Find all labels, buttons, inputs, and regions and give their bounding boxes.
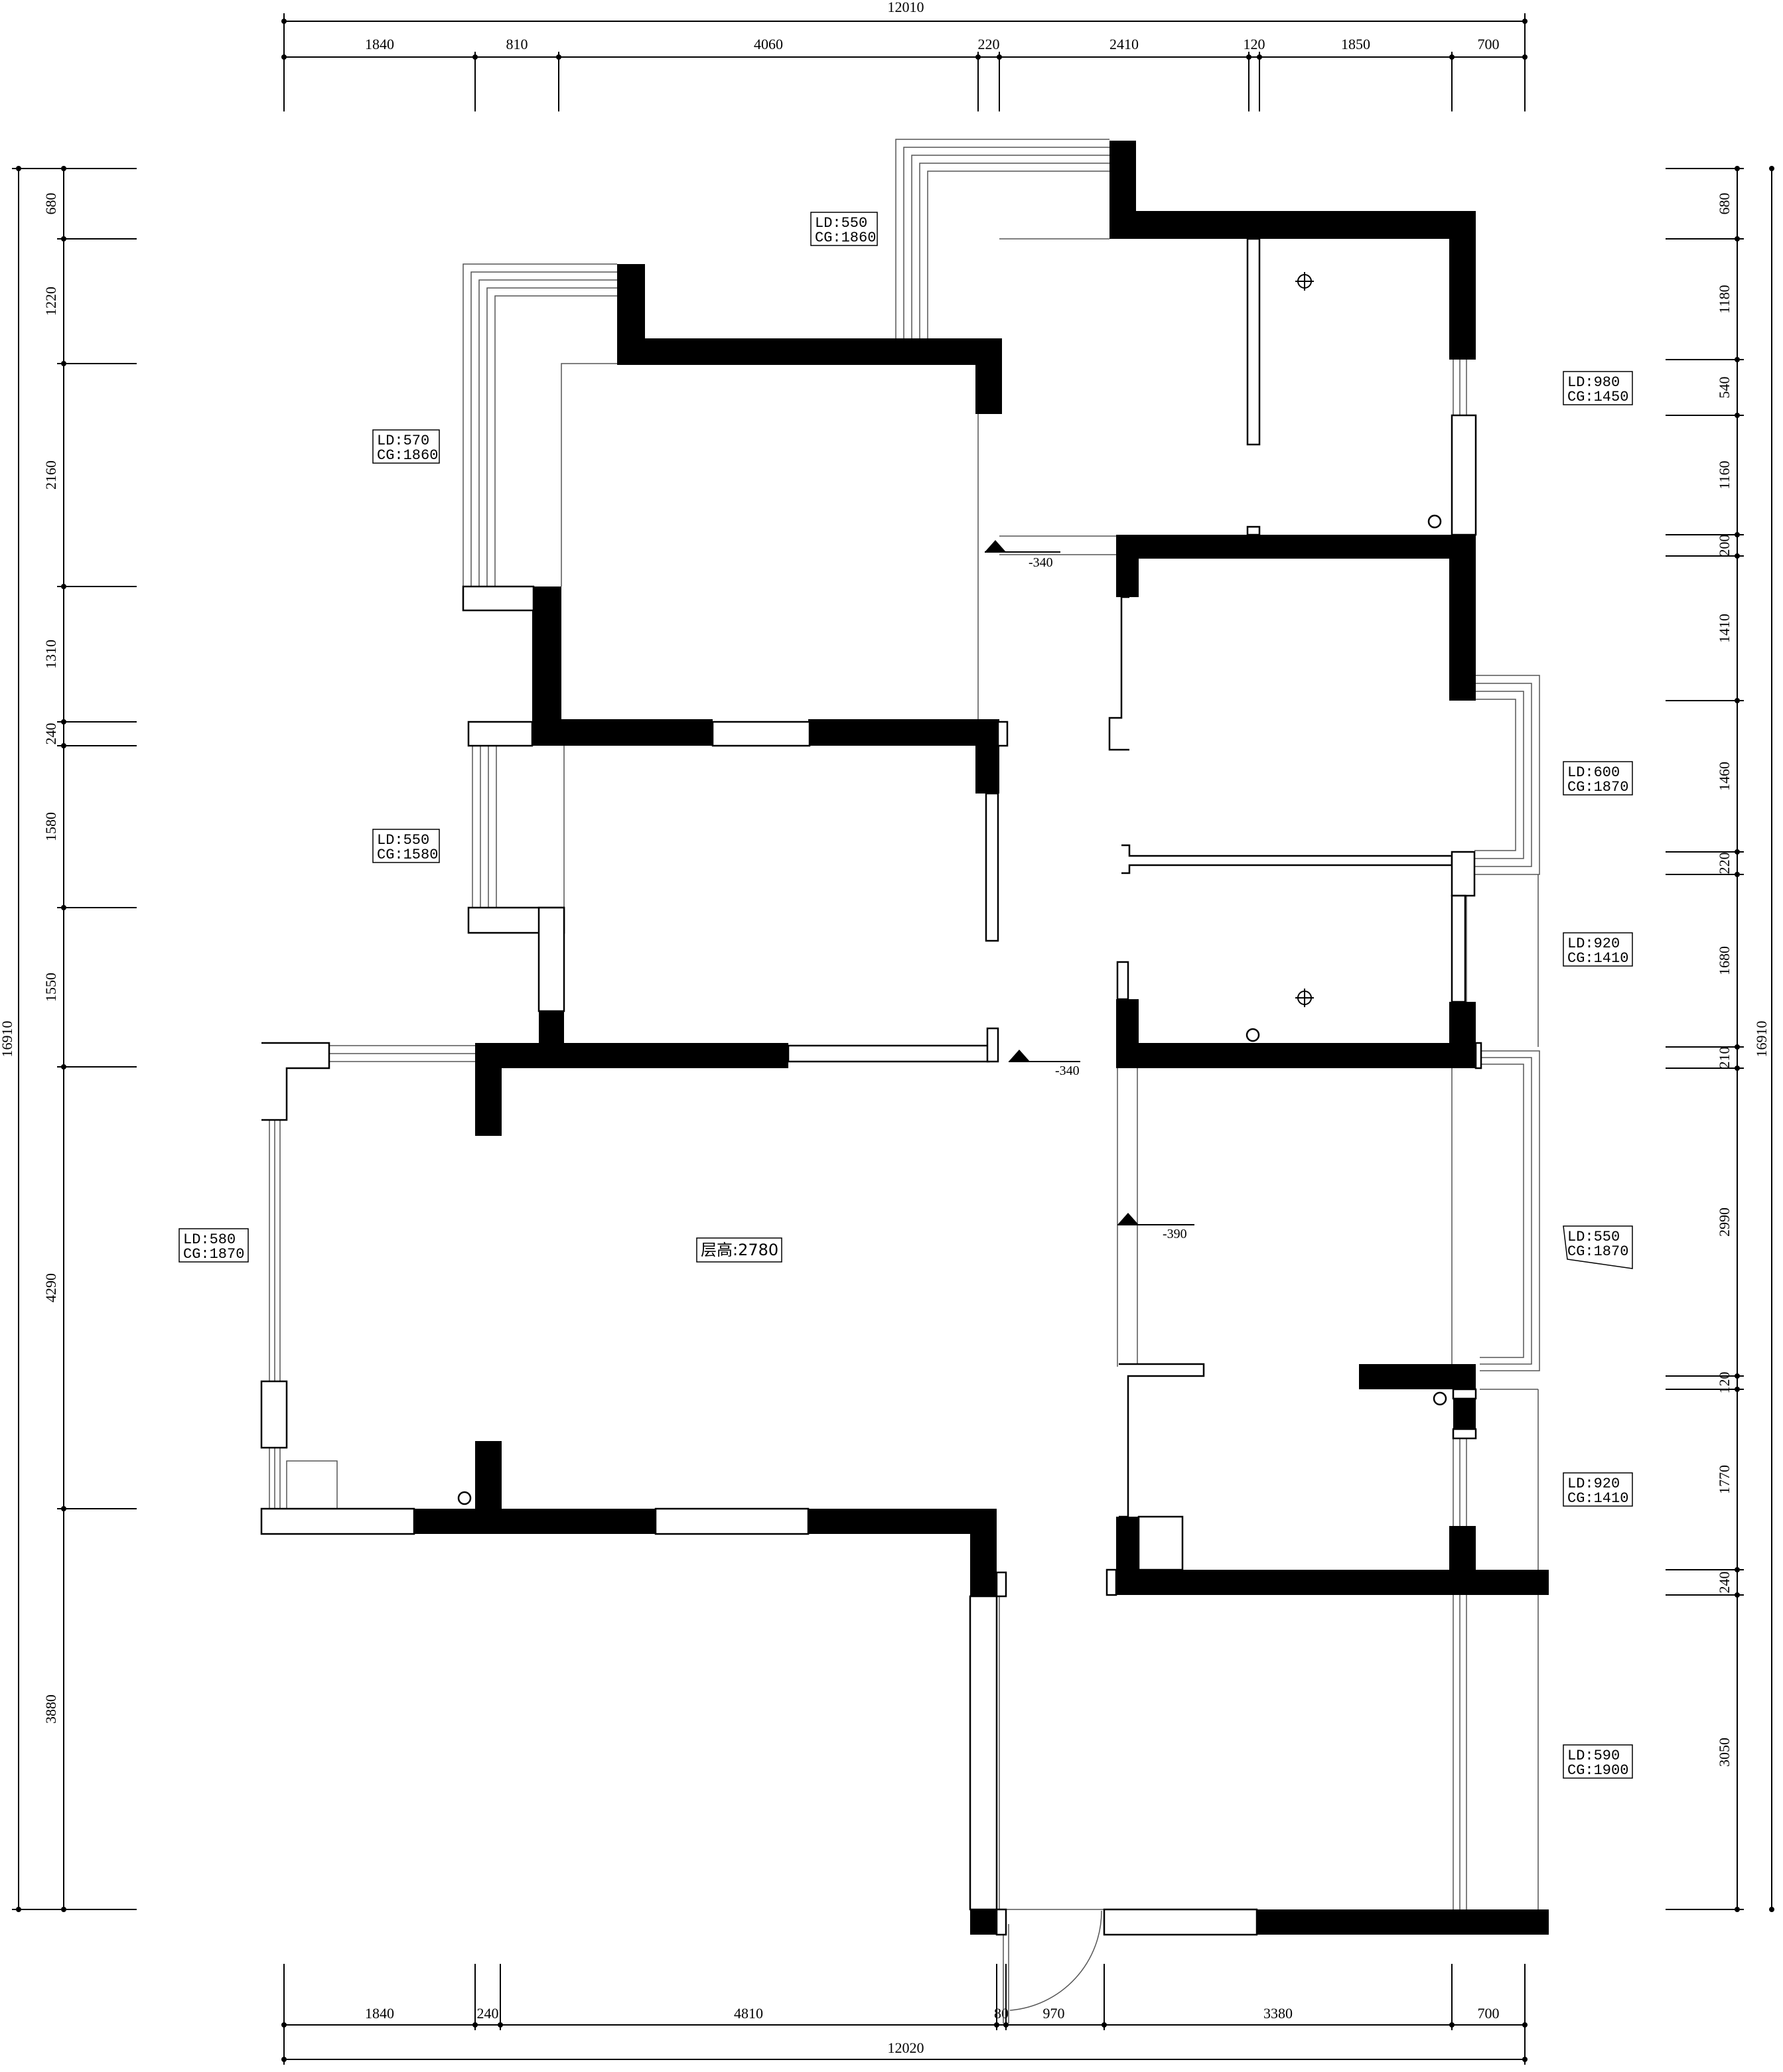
elevation-marker-icon: -340 <box>1009 1050 1080 1078</box>
drain-icon <box>1295 989 1314 1007</box>
dim-right-9: 210 <box>1716 1047 1733 1069</box>
elevation-label: -390 <box>1163 1227 1187 1241</box>
dim-bottom-total: 12020 <box>888 2039 924 2056</box>
window-label: LD:550 CG:1870 <box>1563 1225 1633 1269</box>
dim-right-total: 16910 <box>1753 1021 1770 1058</box>
dim-right-6: 1460 <box>1716 762 1733 791</box>
dim-bottom-5: 3380 <box>1263 2005 1293 2022</box>
window-ld: LD:550 <box>1567 1229 1620 1245</box>
window-label: LD:600 CG:1870 <box>1563 761 1633 795</box>
window-cg: CG:1870 <box>1567 1243 1628 1260</box>
window-ld: LD:590 <box>1567 1748 1620 1764</box>
dim-right-7: 220 <box>1716 853 1733 874</box>
window-label: LD:920 CG:1410 <box>1563 1472 1633 1507</box>
window-cg: CG:1870 <box>183 1246 244 1263</box>
dim-left-total: 16910 <box>0 1021 15 1058</box>
window-ld: LD:570 <box>377 433 429 449</box>
window-label: LD:550 CG:1580 <box>372 829 440 863</box>
dim-bottom-4: 970 <box>1043 2005 1065 2022</box>
pipe-icons <box>457 514 1447 1505</box>
elevation-label: -340 <box>1055 1064 1080 1078</box>
dim-right-8: 1680 <box>1716 946 1733 975</box>
window-cg: CG:1860 <box>815 230 876 246</box>
window-label: LD:590 CG:1900 <box>1563 1744 1633 1779</box>
dim-right-2: 540 <box>1716 377 1733 399</box>
dim-top-1: 810 <box>506 36 528 52</box>
dim-bottom-2: 4810 <box>734 2005 763 2022</box>
dim-bottom-0: 1840 <box>365 2005 394 2022</box>
dim-left-2: 2160 <box>42 460 59 490</box>
dim-top-6: 1850 <box>1341 36 1370 52</box>
window-ld: LD:600 <box>1567 764 1620 781</box>
window-ld: LD:550 <box>815 215 867 232</box>
window-ld: LD:980 <box>1567 374 1620 391</box>
dim-top-total: 12010 <box>888 0 924 15</box>
dim-top-7: 700 <box>1478 36 1500 52</box>
dim-right-10: 2990 <box>1716 1208 1733 1237</box>
dim-right-0: 680 <box>1716 193 1733 215</box>
dim-right-3: 1160 <box>1716 460 1733 489</box>
drain-icon <box>1295 272 1314 291</box>
elevation-marker-icon: -390 <box>1117 1213 1194 1241</box>
dim-left-8: 3880 <box>42 1694 59 1724</box>
walls <box>414 141 1549 1935</box>
floor-height-text: 层高:2780 <box>701 1241 778 1259</box>
window-label: LD:580 CG:1870 <box>178 1228 249 1263</box>
window-label: LD:570 CG:1860 <box>372 429 440 464</box>
dim-left-1: 1220 <box>42 287 59 316</box>
dim-left-6: 1550 <box>42 973 59 1002</box>
window-label: LD:980 CG:1450 <box>1563 371 1633 405</box>
window-ld: LD:580 <box>183 1231 236 1248</box>
dim-right-12: 1770 <box>1716 1465 1733 1494</box>
window-ld: LD:920 <box>1567 935 1620 952</box>
elevation-marker-icon: -340 <box>985 540 1060 570</box>
window-cg: CG:1870 <box>1567 779 1628 795</box>
window-frames <box>260 238 1482 1936</box>
thin-lines <box>269 139 1540 2024</box>
dim-bottom-1: 240 <box>477 2005 499 2022</box>
dim-right-1: 1180 <box>1716 285 1733 313</box>
dim-top-3: 220 <box>978 36 1000 52</box>
window-label: LD:920 CG:1410 <box>1563 932 1633 967</box>
dim-bottom-6: 700 <box>1478 2005 1500 2022</box>
dim-top-0: 1840 <box>365 36 394 52</box>
dim-left-3: 1310 <box>42 640 59 669</box>
window-cg: CG:1410 <box>1567 950 1628 967</box>
window-cg: CG:1580 <box>377 847 438 863</box>
dim-top-2: 4060 <box>754 36 783 52</box>
dimension-lines <box>12 13 1772 2065</box>
dim-left-7: 4290 <box>42 1273 59 1302</box>
window-ld: LD:920 <box>1567 1476 1620 1492</box>
dim-right-14: 3050 <box>1716 1738 1733 1767</box>
dim-right-13: 240 <box>1716 1572 1733 1594</box>
dim-left-4: 240 <box>42 723 59 745</box>
window-cg: CG:1900 <box>1567 1762 1628 1779</box>
window-label: LD:550 CG:1860 <box>810 212 878 246</box>
elevation-label: -340 <box>1029 555 1053 570</box>
window-cg: CG:1410 <box>1567 1490 1628 1507</box>
dim-right-4: 200 <box>1716 535 1733 557</box>
window-cg: CG:1450 <box>1567 389 1628 405</box>
dimension-dots <box>16 19 1774 2062</box>
dim-bottom-3: 80 <box>994 2005 1009 2022</box>
dim-left-0: 680 <box>42 193 59 215</box>
dim-top-4: 2410 <box>1109 36 1139 52</box>
dim-right-5: 1410 <box>1716 614 1733 643</box>
dim-top-5: 120 <box>1244 36 1265 52</box>
floor-height-label: 层高:2780 <box>696 1237 782 1263</box>
dim-left-5: 1580 <box>42 812 59 841</box>
window-cg: CG:1860 <box>377 447 438 464</box>
window-ld: LD:550 <box>377 832 429 849</box>
dim-right-11: 120 <box>1716 1372 1733 1394</box>
